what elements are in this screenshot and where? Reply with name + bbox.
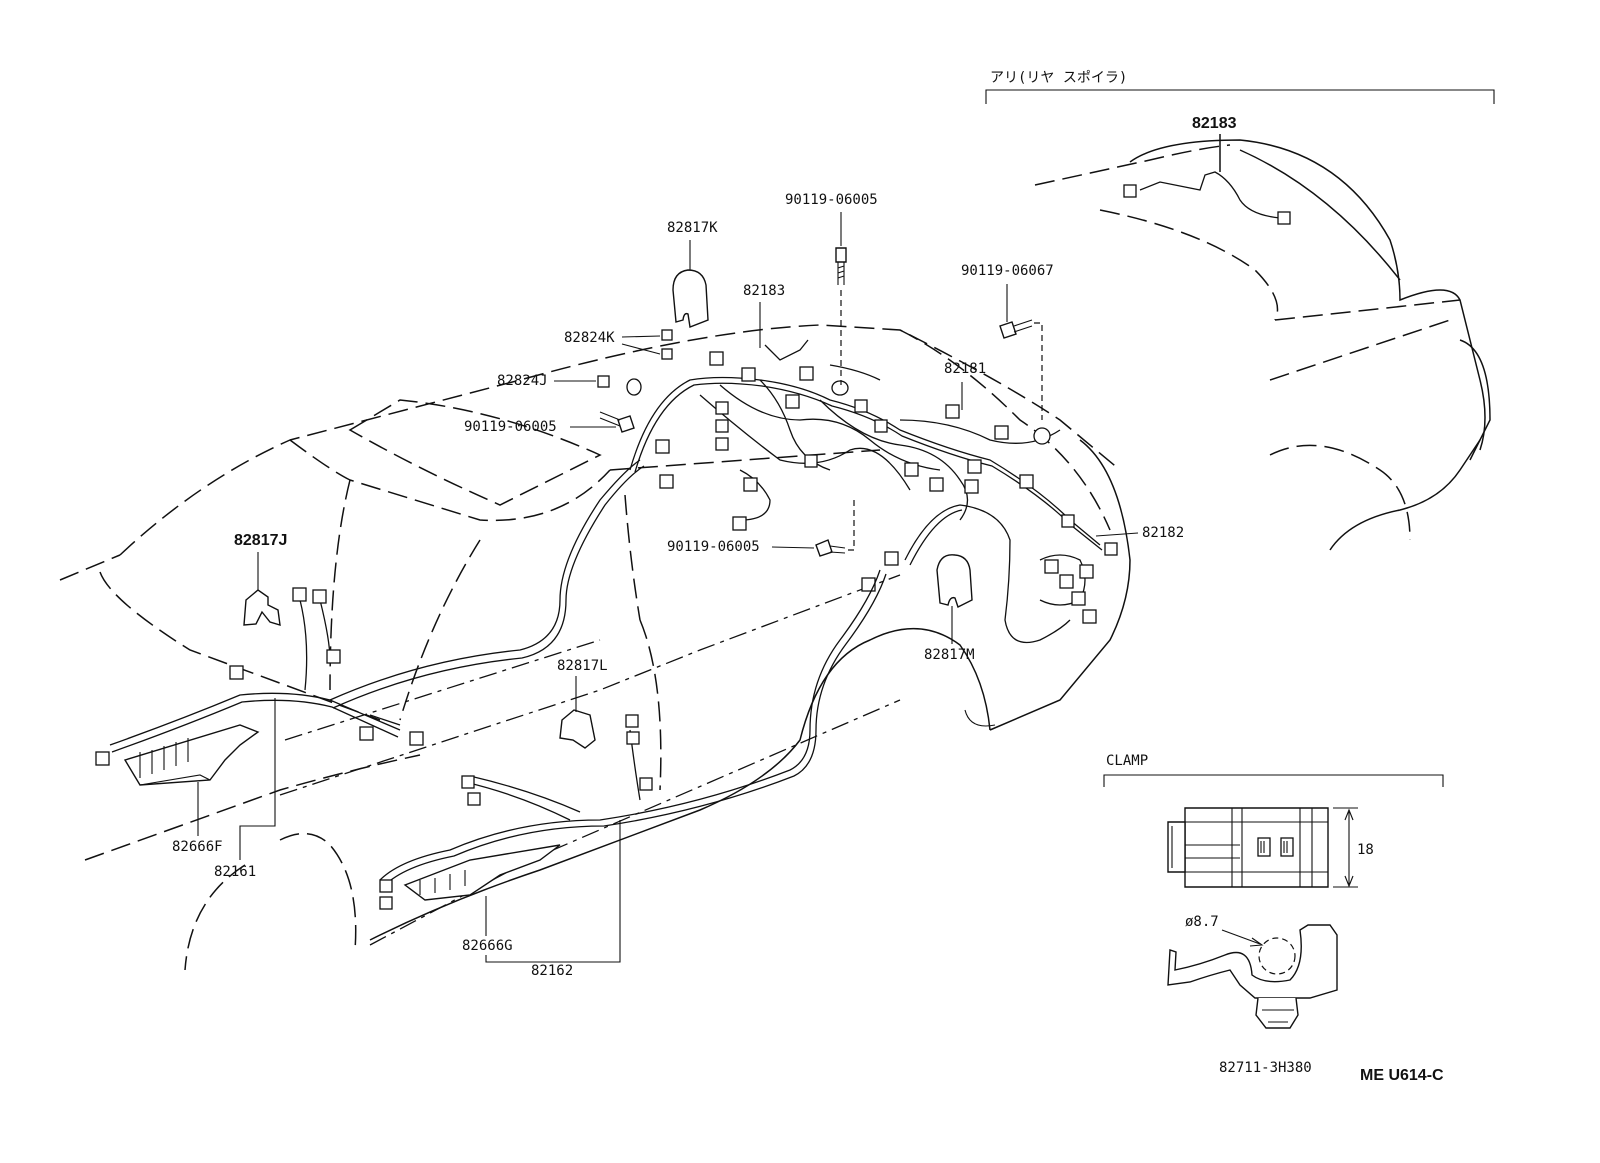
harness-connectors	[597, 329, 1118, 624]
bolt-90119-06005-mid	[815, 500, 855, 557]
part-label-90119-06067: 90119-06067	[961, 263, 1054, 279]
clamp-detail-inset: CLAMP 18 ø8.7 82711-3H380	[1103, 753, 1444, 1076]
front-harness	[95, 459, 645, 786]
part-label-82162: 82162	[531, 963, 573, 979]
clamp-bracket-line	[1103, 774, 1444, 787]
part-label-82817l: 82817L	[557, 658, 608, 674]
part-label-82183-spoiler: 82183	[1192, 115, 1237, 132]
car-body-outline	[59, 324, 1131, 971]
junction-block-82666g	[403, 844, 561, 901]
part-label-82817m: 82817M	[924, 647, 975, 663]
spoiler-inset: アリ(リヤ スポイラ) 82183	[985, 70, 1495, 551]
clamp-top-view: 18	[1167, 807, 1374, 888]
drawing-code: ME U614-C	[1360, 1067, 1444, 1084]
part-label-82181: 82181	[944, 361, 986, 377]
clamp-height-dimension: 18	[1357, 842, 1374, 858]
main-harness	[597, 329, 1118, 644]
clamp-82817m	[936, 554, 973, 608]
part-label-82666g: 82666G	[462, 938, 513, 954]
part-label-82824k: 82824K	[564, 330, 615, 346]
part-label-90119-06005-left: 90119-06005	[464, 419, 557, 435]
part-label-90119-06005-top: 90119-06005	[785, 192, 878, 208]
clamp-82817l	[559, 709, 596, 749]
part-labels: 90119-06005 82817K 90119-06067 82183 828…	[172, 192, 1184, 979]
bolt-90119-06067	[999, 319, 1043, 420]
part-label-90119-06005-mid: 90119-06005	[667, 539, 760, 555]
part-label-82183-main: 82183	[743, 283, 785, 299]
bolt-90119-06005-top	[835, 247, 847, 385]
bolt-90119-06005-left	[599, 411, 635, 433]
clamp-section-label: CLAMP	[1106, 753, 1148, 769]
clamp-82817j	[243, 589, 281, 626]
part-label-82182: 82182	[1142, 525, 1184, 541]
clamp-diameter-dimension: ø8.7	[1185, 914, 1219, 930]
junction-block-82666f	[123, 724, 260, 786]
clamp-part-number: 82711-3H380	[1219, 1060, 1312, 1076]
spoiler-section-label: アリ(リヤ スポイラ)	[990, 70, 1127, 86]
spoiler-bracket-line	[985, 89, 1495, 104]
part-label-82817k: 82817K	[667, 220, 718, 236]
part-label-82161: 82161	[214, 864, 256, 880]
part-label-82817j: 82817J	[234, 532, 287, 549]
part-label-82666f: 82666F	[172, 839, 223, 855]
clamp-82817k	[672, 269, 709, 328]
rear-side-harness	[379, 569, 887, 910]
clamp-side-view: ø8.7	[1167, 914, 1338, 1029]
part-label-82824j: 82824J	[497, 373, 548, 389]
